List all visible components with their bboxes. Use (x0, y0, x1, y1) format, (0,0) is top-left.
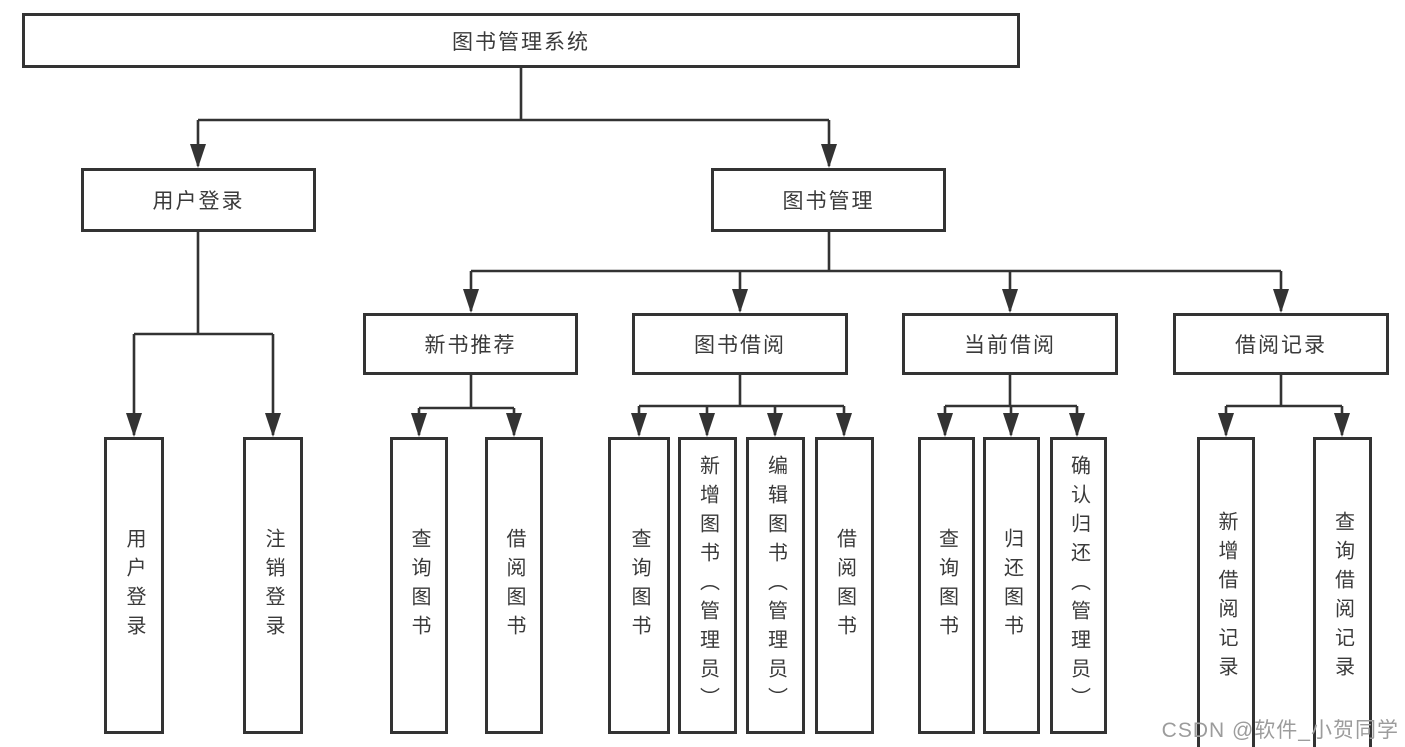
book-borrow-branch-line (637, 375, 846, 435)
node-root-system-label: 图书管理系统 (452, 30, 590, 54)
new-book-branch-line (417, 375, 516, 435)
leaf-return-books: 归还图书 (983, 437, 1040, 734)
node-book-borrowing-label: 图书借阅 (694, 334, 786, 357)
leaf-edit-books-admin-label: 编辑图书（管理员） (764, 455, 787, 716)
node-new-book-recommend: 新书推荐 (363, 313, 578, 375)
node-user-login-label: 用户登录 (152, 190, 245, 213)
arrowhead-icons (126, 144, 1350, 437)
leaf-borrow-books: 借阅图书 (815, 437, 874, 734)
node-book-borrowing: 图书借阅 (632, 313, 848, 375)
node-user-login: 用户登录 (81, 168, 316, 232)
leaf-confirm-return-admin: 确认归还（管理员） (1050, 437, 1107, 734)
leaf-add-books-admin: 新增图书（管理员） (678, 437, 737, 734)
leaf-logout-label: 注销登录 (262, 527, 284, 644)
leaf-return-books-label: 归还图书 (1000, 527, 1023, 644)
leaf-current-query-books: 查询图书 (918, 437, 975, 734)
leaf-query-borrow-record-label: 查询借阅记录 (1331, 511, 1354, 685)
node-borrowing-records: 借阅记录 (1173, 313, 1389, 375)
leaf-recommend-borrow-books: 借阅图书 (485, 437, 543, 734)
leaf-confirm-return-admin-label: 确认归还（管理员） (1067, 455, 1090, 716)
leaf-logout: 注销登录 (243, 437, 303, 734)
node-new-book-recommend-label: 新书推荐 (424, 334, 517, 357)
watermark: CSDN @软件_小贺同学 (1161, 719, 1399, 742)
leaf-query-borrow-record: 查询借阅记录 (1313, 437, 1372, 747)
leaf-edit-books-admin: 编辑图书（管理员） (746, 437, 805, 734)
leaf-recommend-borrow-books-label: 借阅图书 (503, 527, 525, 644)
leaf-add-books-admin-label: 新增图书（管理员） (696, 455, 719, 716)
node-root-system: 图书管理系统 (22, 13, 1020, 68)
node-current-borrowing: 当前借阅 (902, 313, 1118, 375)
leaf-user-login-label: 用户登录 (123, 527, 145, 644)
user-login-branch-line (132, 232, 275, 435)
leaf-add-borrow-record: 新增借阅记录 (1197, 437, 1255, 747)
node-book-management: 图书管理 (711, 168, 946, 232)
leaf-recommend-query-books-label: 查询图书 (408, 527, 430, 644)
node-borrowing-records-label: 借阅记录 (1235, 334, 1327, 357)
node-book-management-label: 图书管理 (782, 190, 875, 213)
leaf-recommend-query-books: 查询图书 (390, 437, 448, 734)
leaf-add-borrow-record-label: 新增借阅记录 (1215, 511, 1237, 685)
leaf-borrowing-query-books: 查询图书 (608, 437, 670, 734)
leaf-current-query-books-label: 查询图书 (935, 527, 958, 644)
leaf-user-login: 用户登录 (104, 437, 164, 734)
root-branch-line (196, 67, 831, 166)
book-mgmt-branch-line (469, 232, 1283, 311)
leaf-borrow-books-label: 借阅图书 (833, 527, 856, 644)
node-current-borrowing-label: 当前借阅 (964, 334, 1056, 357)
borrow-records-branch-line (1224, 375, 1344, 435)
leaf-borrowing-query-books-label: 查询图书 (628, 527, 650, 644)
